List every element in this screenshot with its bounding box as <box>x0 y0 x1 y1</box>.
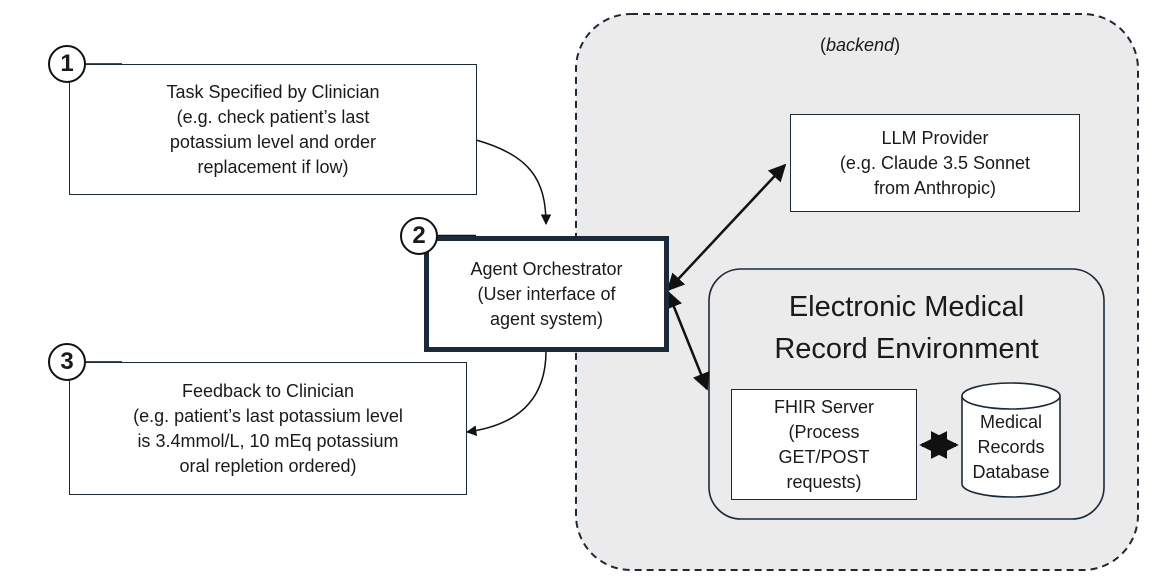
feedback-box: Feedback to Clinician (e.g. patient’s la… <box>69 362 467 495</box>
orchestrator-to-feedback-arrow <box>465 350 547 436</box>
database-line: Database <box>972 462 1050 482</box>
orchestrator-line: Agent Orchestrator <box>470 258 623 279</box>
orchestrator-llm-arrow <box>666 163 787 292</box>
database-line: Medical <box>979 412 1043 432</box>
backend-label: (backend) <box>820 35 901 55</box>
task-line: Task Specified by Clinician <box>166 81 380 102</box>
fhir-line: FHIR Server <box>773 396 874 417</box>
feedback-line: is 3.4mmol/L, 10 mEq potassium <box>137 430 399 451</box>
orchestrator-line: agent system) <box>489 308 604 329</box>
llm-provider-box: LLM Provider (e.g. Claude 3.5 Sonnet fro… <box>790 114 1080 212</box>
database-label: Medical Records Database <box>962 410 1060 485</box>
orchestrator-fhir-arrow <box>665 290 710 391</box>
fhir-line: (Process <box>788 421 860 442</box>
fhir-line: requests) <box>786 471 862 492</box>
llm-line: from Anthropic) <box>873 177 997 198</box>
task-line: potassium level and order <box>169 131 377 152</box>
llm-line: LLM Provider <box>881 127 989 148</box>
agent-orchestrator-box: Agent Orchestrator (User interface of ag… <box>424 236 669 352</box>
task-line: (e.g. check patient’s last <box>176 106 370 127</box>
database-line: Records <box>977 437 1045 457</box>
step-3-badge: 3 <box>48 343 86 381</box>
step-2-badge: 2 <box>400 217 438 255</box>
task-to-orchestrator-arrow <box>475 139 552 226</box>
emr-title: Electronic Medical Record Environment <box>709 286 1104 370</box>
feedback-line: (e.g. patient’s last potassium level <box>133 405 403 426</box>
task-line: replacement if low) <box>197 156 349 177</box>
task-box: Task Specified by Clinician (e.g. check … <box>69 64 477 195</box>
step-1-badge: 1 <box>48 45 86 83</box>
fhir-line: GET/POST <box>778 446 870 467</box>
orchestrator-line: (User interface of <box>477 283 616 304</box>
database-cylinder <box>961 382 1061 498</box>
llm-line: (e.g. Claude 3.5 Sonnet <box>839 152 1031 173</box>
emr-title-line: Electronic Medical <box>788 291 1025 323</box>
fhir-server-box: FHIR Server (Process GET/POST requests) <box>731 389 917 500</box>
feedback-line: oral repletion ordered) <box>179 455 357 476</box>
emr-title-line: Record Environment <box>774 333 1039 365</box>
feedback-line: Feedback to Clinician <box>181 380 355 401</box>
